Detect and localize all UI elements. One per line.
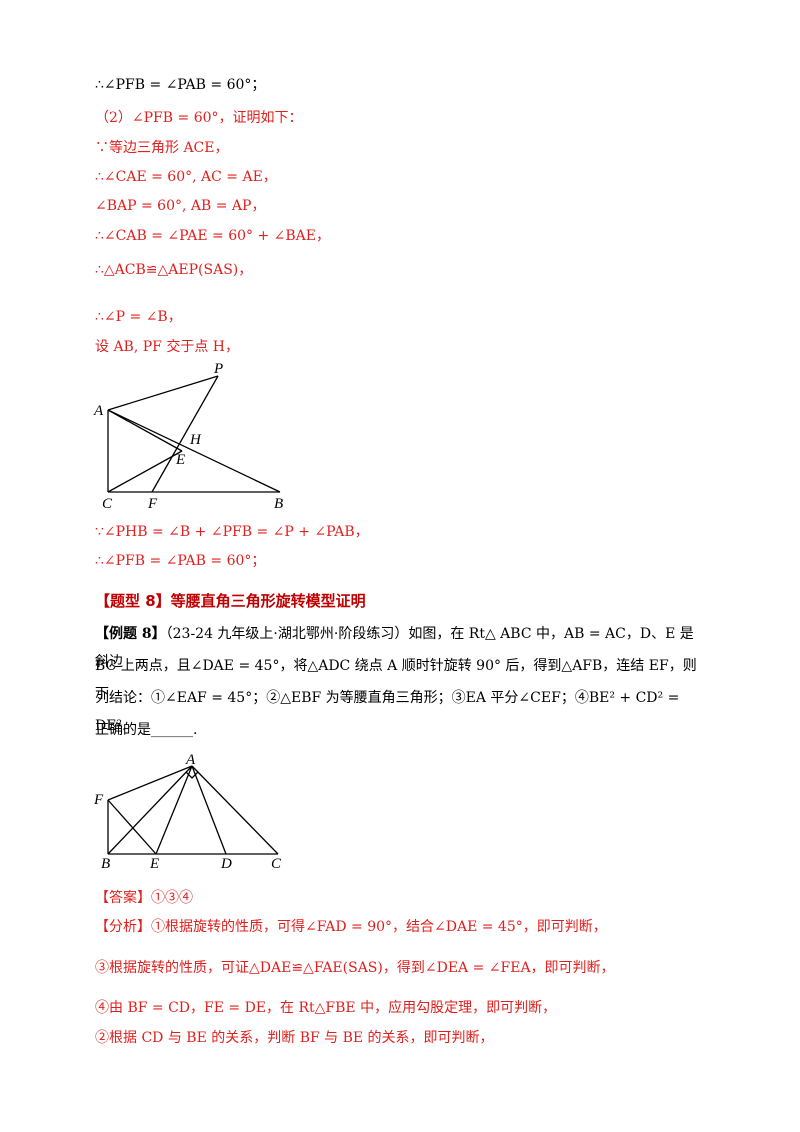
proof-line-9: 设 AB, PF 交于点 H， [95, 339, 239, 355]
analysis-line-1: 【分析】①根据旋转的性质，可得∠FAD = 90°，结合∠DAE = 45°，即… [95, 919, 607, 935]
label-E: E [175, 452, 185, 468]
label-E2: E [149, 856, 159, 872]
label-A2: A [185, 752, 196, 768]
analysis-line-3: ④由 BF = CD，FE = DE，在 Rt△FBE 中，应用勾股定理，即可判… [95, 1000, 557, 1016]
label-C2: C [271, 856, 282, 872]
example-line-1: 【例题 8】（23-24 九年级上·湖北鄂州·阶段练习）如图，在 Rt△ ABC… [95, 620, 705, 676]
example-tag: 【例题 8】 [95, 626, 166, 642]
proof-line-7: ∴△ACB≌△AEP(SAS)， [95, 262, 253, 278]
label-C: C [102, 496, 113, 512]
label-B2: B [101, 856, 110, 872]
figure-triangle-1: P A H E C F B [93, 361, 283, 512]
label-P: P [213, 361, 223, 377]
proof-line-8: ∴∠P = ∠B， [95, 309, 182, 325]
label-B: B [274, 496, 283, 512]
proof-line-10: ∵∠PHB = ∠B + ∠PFB = ∠P + ∠PAB， [95, 524, 369, 540]
proof-line-6: ∴∠CAB = ∠PAE = 60° + ∠BAE， [95, 228, 330, 244]
label-A: A [93, 403, 104, 419]
label-D2: D [220, 856, 232, 872]
label-H: H [189, 432, 202, 448]
proof-line-5: ∠BAP = 60°, AB = AP， [95, 198, 266, 214]
proof-line-4: ∴∠CAE = 60°, AC = AE， [95, 169, 277, 185]
analysis-line-2: ③根据旋转的性质，可证△DAE≌△FAE(SAS)，得到∠DEA = ∠FEA，… [95, 960, 615, 976]
example-text-1: （23-24 九年级上·湖北鄂州·阶段练习）如图，在 Rt△ ABC 中，AB … [95, 626, 694, 670]
section-heading: 【题型 8】等腰直角三角形旋转模型证明 [95, 592, 366, 610]
analysis-line-4: ②根据 CD 与 BE 的关系，判断 BF 与 BE 的关系，即可判断， [95, 1030, 494, 1046]
label-F: F [147, 496, 158, 512]
example-text-3: 列结论：①∠EAF = 45°；②△EBF 为等腰直角三角形；③EA 平分∠CE… [95, 690, 680, 734]
proof-line-2: （2）∠PFB = 60°，证明如下： [95, 110, 303, 126]
example-text-2: BC 上两点，且∠DAE = 45°，将△ADC 绕点 A 顺时针旋转 90° … [95, 658, 697, 702]
proof-line-11: ∴∠PFB = ∠PAB = 60°； [95, 553, 266, 569]
example-text-4: 正确的是______. [95, 722, 198, 738]
figure-triangle-2: A F B E D C [93, 752, 282, 872]
label-F2: F [93, 792, 104, 808]
proof-line-1: ∴∠PFB = ∠PAB = 60°； [95, 77, 266, 93]
answer-label: 【答案】①③④ [95, 890, 193, 906]
proof-line-3: ∵等边三角形 ACE， [95, 140, 229, 156]
